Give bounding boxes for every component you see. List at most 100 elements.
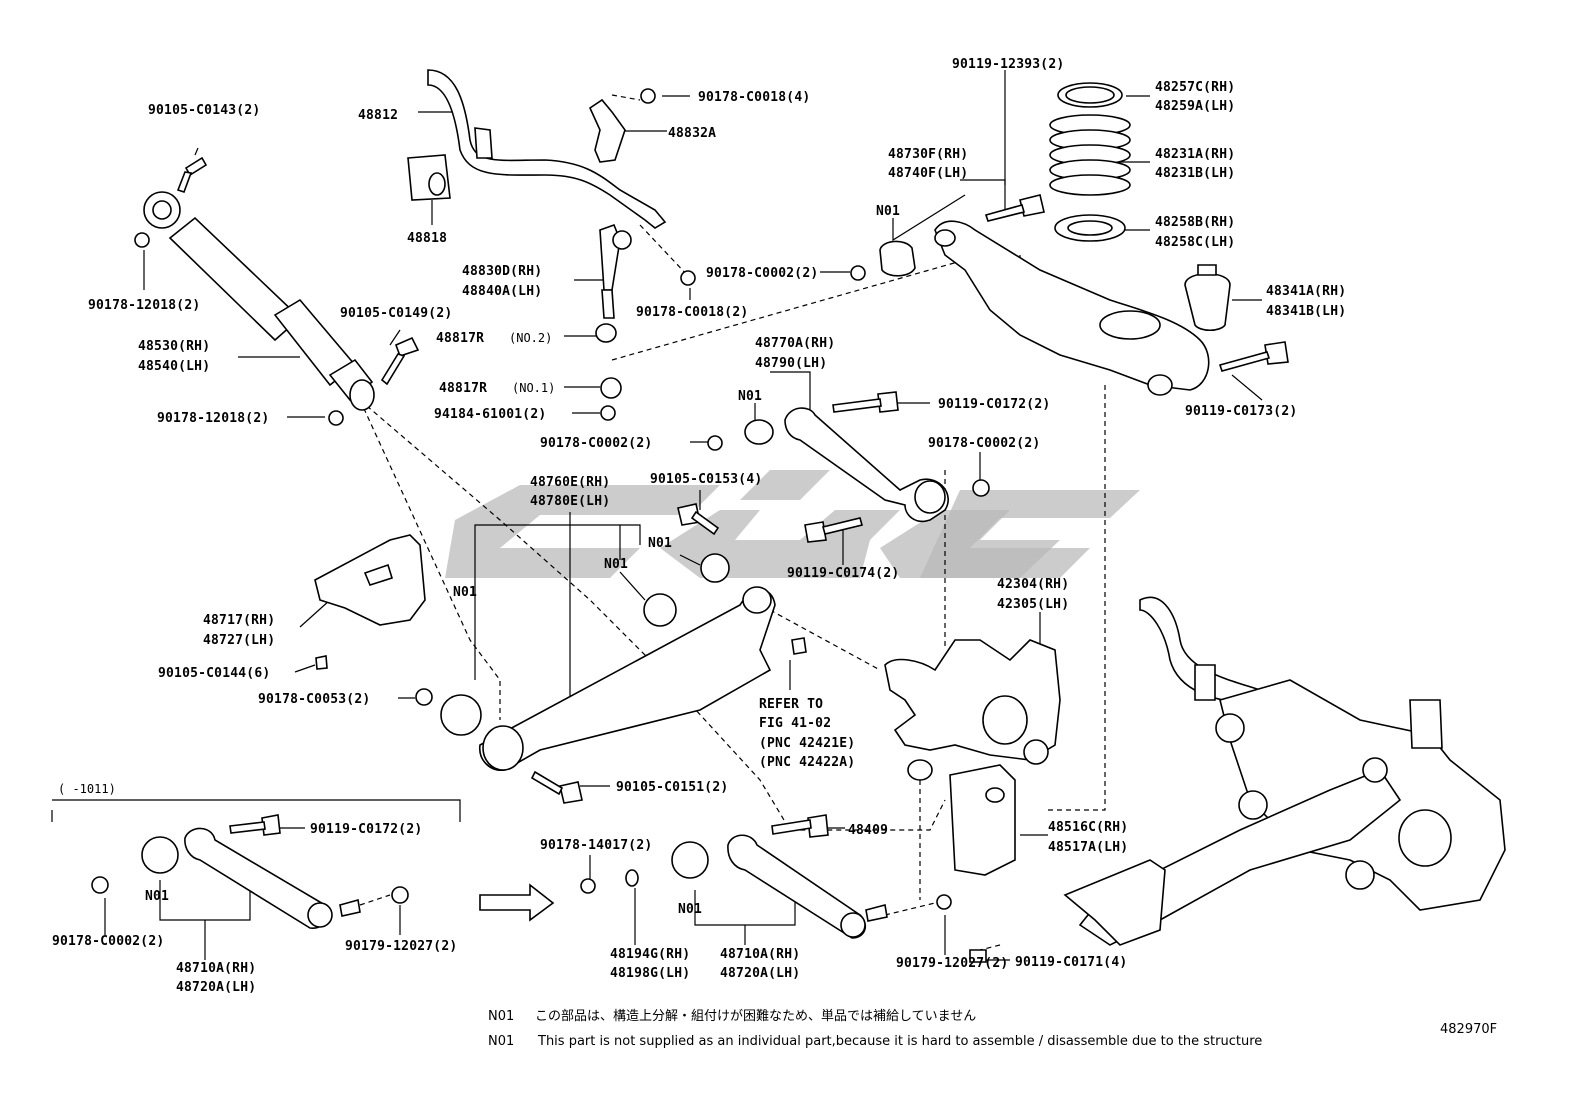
shock-absorber [143,191,375,411]
label-n01-a: N01 [876,204,900,219]
label-90119-C0171: 90119-C0171(4) [1015,955,1127,970]
label-48720A-lh-a: 48720A(LH) [176,980,256,995]
lateral-link-old [184,827,333,929]
label-90178-C0053: 90178-C0053(2) [258,692,370,707]
label-48258B-rh: 48258B(RH) [1155,215,1235,230]
label-90105-C0143: 90105-C0143(2) [148,103,260,118]
label-48516C-rh: 48516C(RH) [1048,820,1128,835]
label-48540-lh: 48540(LH) [138,359,210,374]
label-48710A-rh-a: 48710A(RH) [176,961,256,976]
label-48790-lh: 48790(LH) [755,356,827,371]
assembly-overview [1063,596,1506,946]
label-n01-e: N01 [453,585,477,600]
label-90119-C0172-a: 90119-C0172(2) [938,397,1050,412]
label-90179-12027-b: 90179-12027(2) [896,956,1008,971]
label-48730F-rh: 48730F(RH) [888,147,968,162]
label-90119-12393: 90119-12393(2) [952,57,1064,72]
label-refer-to: REFER TO [759,697,823,712]
label-48840A-lh: 48840A(LH) [462,284,542,299]
label-48409: 48409 [848,823,888,838]
label-90105-C0151: 90105-C0151(2) [616,780,728,795]
label-48817R-no1: 48817R [439,381,487,396]
label-48231B-lh: 48231B(LH) [1155,166,1235,181]
small-nut-parts [91,88,990,910]
label-90119-C0173: 90119-C0173(2) [1185,404,1297,419]
label-48259A-lh: 48259A(LH) [1155,99,1235,114]
figure-id: 482970F [1440,1022,1497,1037]
label-48780E-lh: 48780E(LH) [530,494,610,509]
label-48832A: 48832A [668,126,716,141]
label-48760E-rh: 48760E(RH) [530,475,610,490]
rear-spring-seat-arm [934,220,1210,396]
label-48727-lh: 48727(LH) [203,633,275,648]
label-48198G-lh: 48198G(LH) [610,966,690,981]
label-48770A-rh: 48770A(RH) [755,336,835,351]
upper-control-arm [784,407,949,523]
knuckle [884,639,1061,781]
label-94184-61001: 94184-61001(2) [434,407,546,422]
label-48740F-lh: 48740F(LH) [888,166,968,181]
label-refer-fig: FIG 41-02 [759,716,831,731]
bracket-48516 [949,764,1016,876]
label-refer-pnc1: (PNC 42421E) [759,736,855,751]
bolts [176,156,1289,963]
link-bushings [595,323,622,399]
label-n01-d: N01 [604,557,628,572]
label-48257C-rh: 48257C(RH) [1155,80,1235,95]
label-42305-lh: 42305(LH) [997,597,1069,612]
label-n01-b: N01 [738,389,762,404]
label-90105-C0144: 90105-C0144(6) [158,666,270,681]
label-90119-C0172-b: 90119-C0172(2) [310,822,422,837]
label-48530-rh: 48530(RH) [138,339,210,354]
label-90178-C0002-a: 90178-C0002(2) [706,266,818,281]
label-range: ( -1011) [58,782,116,796]
bump-stopper [1184,264,1231,332]
label-90179-12027-a: 90179-12027(2) [345,939,457,954]
label-90178-12018-a: 90178-12018(2) [88,298,200,313]
stabilizer-bushing [407,154,451,201]
label-n01-f: N01 [145,889,169,904]
label-48817R-no2: 48817R [436,331,484,346]
stabilizer-bar [427,69,667,229]
leader-lines [51,70,1263,961]
label-n01-c: N01 [648,536,672,551]
note-en-text: This part is not supplied as an individu… [537,1034,1262,1049]
lower-control-arm [479,586,776,771]
label-48717-rh: 48717(RH) [203,613,275,628]
label-n01-g: N01 [678,902,702,917]
label-48812: 48812 [358,108,398,123]
arrow-shape [479,883,555,922]
stabilizer-bracket [588,98,626,163]
lateral-link-new [727,834,867,939]
label-48194G-rh: 48194G(RH) [610,947,690,962]
label-48231A-rh: 48231A(RH) [1155,147,1235,162]
label-no1: (NO.1) [512,381,555,395]
label-42304-rh: 42304(RH) [997,577,1069,592]
label-no2: (NO.2) [509,331,552,345]
note-en-code: N01 [488,1034,514,1049]
label-90178-C0002-b: 90178-C0002(2) [540,436,652,451]
label-90105-C0149: 90105-C0149(2) [340,306,452,321]
note-jp-text: この部品は、構造上分解・組付けが困難なため、単品では補給していません [535,1008,976,1024]
label-90178-12018-b: 90178-12018(2) [157,411,269,426]
stabilizer-link [599,223,632,319]
label-90178-C0018-4: 90178-C0018(4) [698,90,810,105]
label-48818: 48818 [407,231,447,246]
label-90178-C0018-2: 90178-C0018(2) [636,305,748,320]
arm-bushings [141,240,916,879]
bracket-48717 [314,534,426,626]
coil-spring [1049,82,1131,242]
label-90178-C0002-d: 90178-C0002(2) [52,934,164,949]
label-48258C-lh: 48258C(LH) [1155,235,1235,250]
footnotes: N01 この部品は、構造上分解・組付けが困難なため、単品では補給していません N… [488,1008,1497,1049]
label-90178-14017: 90178-14017(2) [540,838,652,853]
note-jp-code: N01 [488,1009,514,1024]
label-refer-pnc2: (PNC 42422A) [759,755,855,770]
label-90178-C0002-c: 90178-C0002(2) [928,436,1040,451]
label-48517A-lh: 48517A(LH) [1048,840,1128,855]
label-48830D-rh: 48830D(RH) [462,264,542,279]
label-48710A-rh-b: 48710A(RH) [720,947,800,962]
label-48341B-lh: 48341B(LH) [1266,304,1346,319]
label-90105-C0153: 90105-C0153(4) [650,472,762,487]
